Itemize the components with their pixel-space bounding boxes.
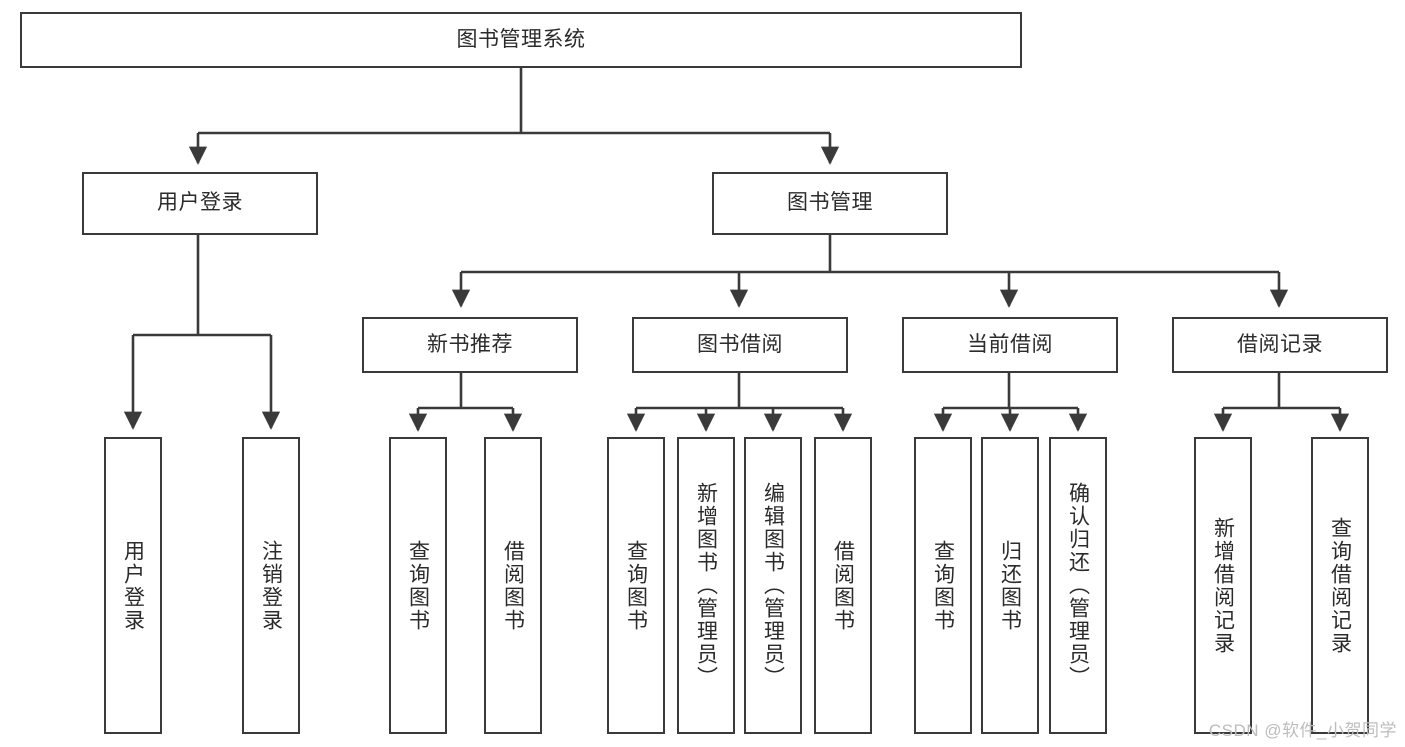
- node-leaf-borrow-book-2[interactable]: 借阅图书: [814, 437, 872, 734]
- node-root-label: 图书管理系统: [456, 27, 586, 51]
- node-leaf-query-book-3-label: 查询图书: [931, 539, 955, 632]
- node-leaf-confirm-return[interactable]: 确认归还（管理员）: [1049, 437, 1107, 734]
- node-leaf-add-record[interactable]: 新增借阅记录: [1194, 437, 1252, 734]
- node-leaf-add-book-label: 新增图书（管理员）: [694, 482, 718, 689]
- node-leaf-edit-book-label: 编辑图书（管理员）: [761, 482, 785, 689]
- node-current-borrow[interactable]: 当前借阅: [902, 317, 1118, 373]
- node-leaf-query-record-label: 查询借阅记录: [1328, 516, 1352, 655]
- node-leaf-add-record-label: 新增借阅记录: [1211, 516, 1235, 655]
- node-leaf-edit-book[interactable]: 编辑图书（管理员）: [744, 437, 802, 734]
- node-leaf-query-book-1[interactable]: 查询图书: [389, 437, 447, 734]
- node-leaf-add-book[interactable]: 新增图书（管理员）: [677, 437, 735, 734]
- node-book-management-label: 图书管理: [787, 191, 873, 215]
- node-new-book-recommend[interactable]: 新书推荐: [362, 317, 578, 373]
- node-root[interactable]: 图书管理系统: [20, 12, 1022, 68]
- node-book-borrow-label: 图书借阅: [697, 332, 783, 356]
- node-borrow-records[interactable]: 借阅记录: [1172, 317, 1388, 373]
- node-leaf-borrow-book-1-label: 借阅图书: [501, 539, 525, 632]
- node-leaf-user-login-label: 用户登录: [121, 539, 145, 632]
- node-user-login-label: 用户登录: [157, 191, 243, 215]
- node-leaf-query-book-2-label: 查询图书: [624, 539, 648, 632]
- node-leaf-user-login[interactable]: 用户登录: [104, 437, 162, 734]
- node-leaf-return-book-label: 归还图书: [998, 539, 1022, 632]
- node-new-book-recommend-label: 新书推荐: [427, 332, 513, 356]
- node-leaf-query-book-2[interactable]: 查询图书: [607, 437, 665, 734]
- watermark-text: CSDN @软件_小贺同学: [1208, 721, 1397, 740]
- node-leaf-confirm-return-label: 确认归还（管理员）: [1066, 482, 1090, 689]
- node-borrow-records-label: 借阅记录: [1237, 332, 1323, 356]
- node-leaf-query-record[interactable]: 查询借阅记录: [1311, 437, 1369, 734]
- node-leaf-borrow-book-2-label: 借阅图书: [831, 539, 855, 632]
- node-leaf-query-book-1-label: 查询图书: [406, 539, 430, 632]
- node-book-borrow[interactable]: 图书借阅: [632, 317, 848, 373]
- node-user-login[interactable]: 用户登录: [82, 172, 318, 235]
- node-leaf-logout[interactable]: 注销登录: [242, 437, 300, 734]
- node-current-borrow-label: 当前借阅: [967, 332, 1053, 356]
- node-leaf-return-book[interactable]: 归还图书: [981, 437, 1039, 734]
- node-leaf-query-book-3[interactable]: 查询图书: [914, 437, 972, 734]
- node-leaf-logout-label: 注销登录: [259, 539, 283, 632]
- node-book-management[interactable]: 图书管理: [712, 172, 948, 235]
- node-leaf-borrow-book-1[interactable]: 借阅图书: [484, 437, 542, 734]
